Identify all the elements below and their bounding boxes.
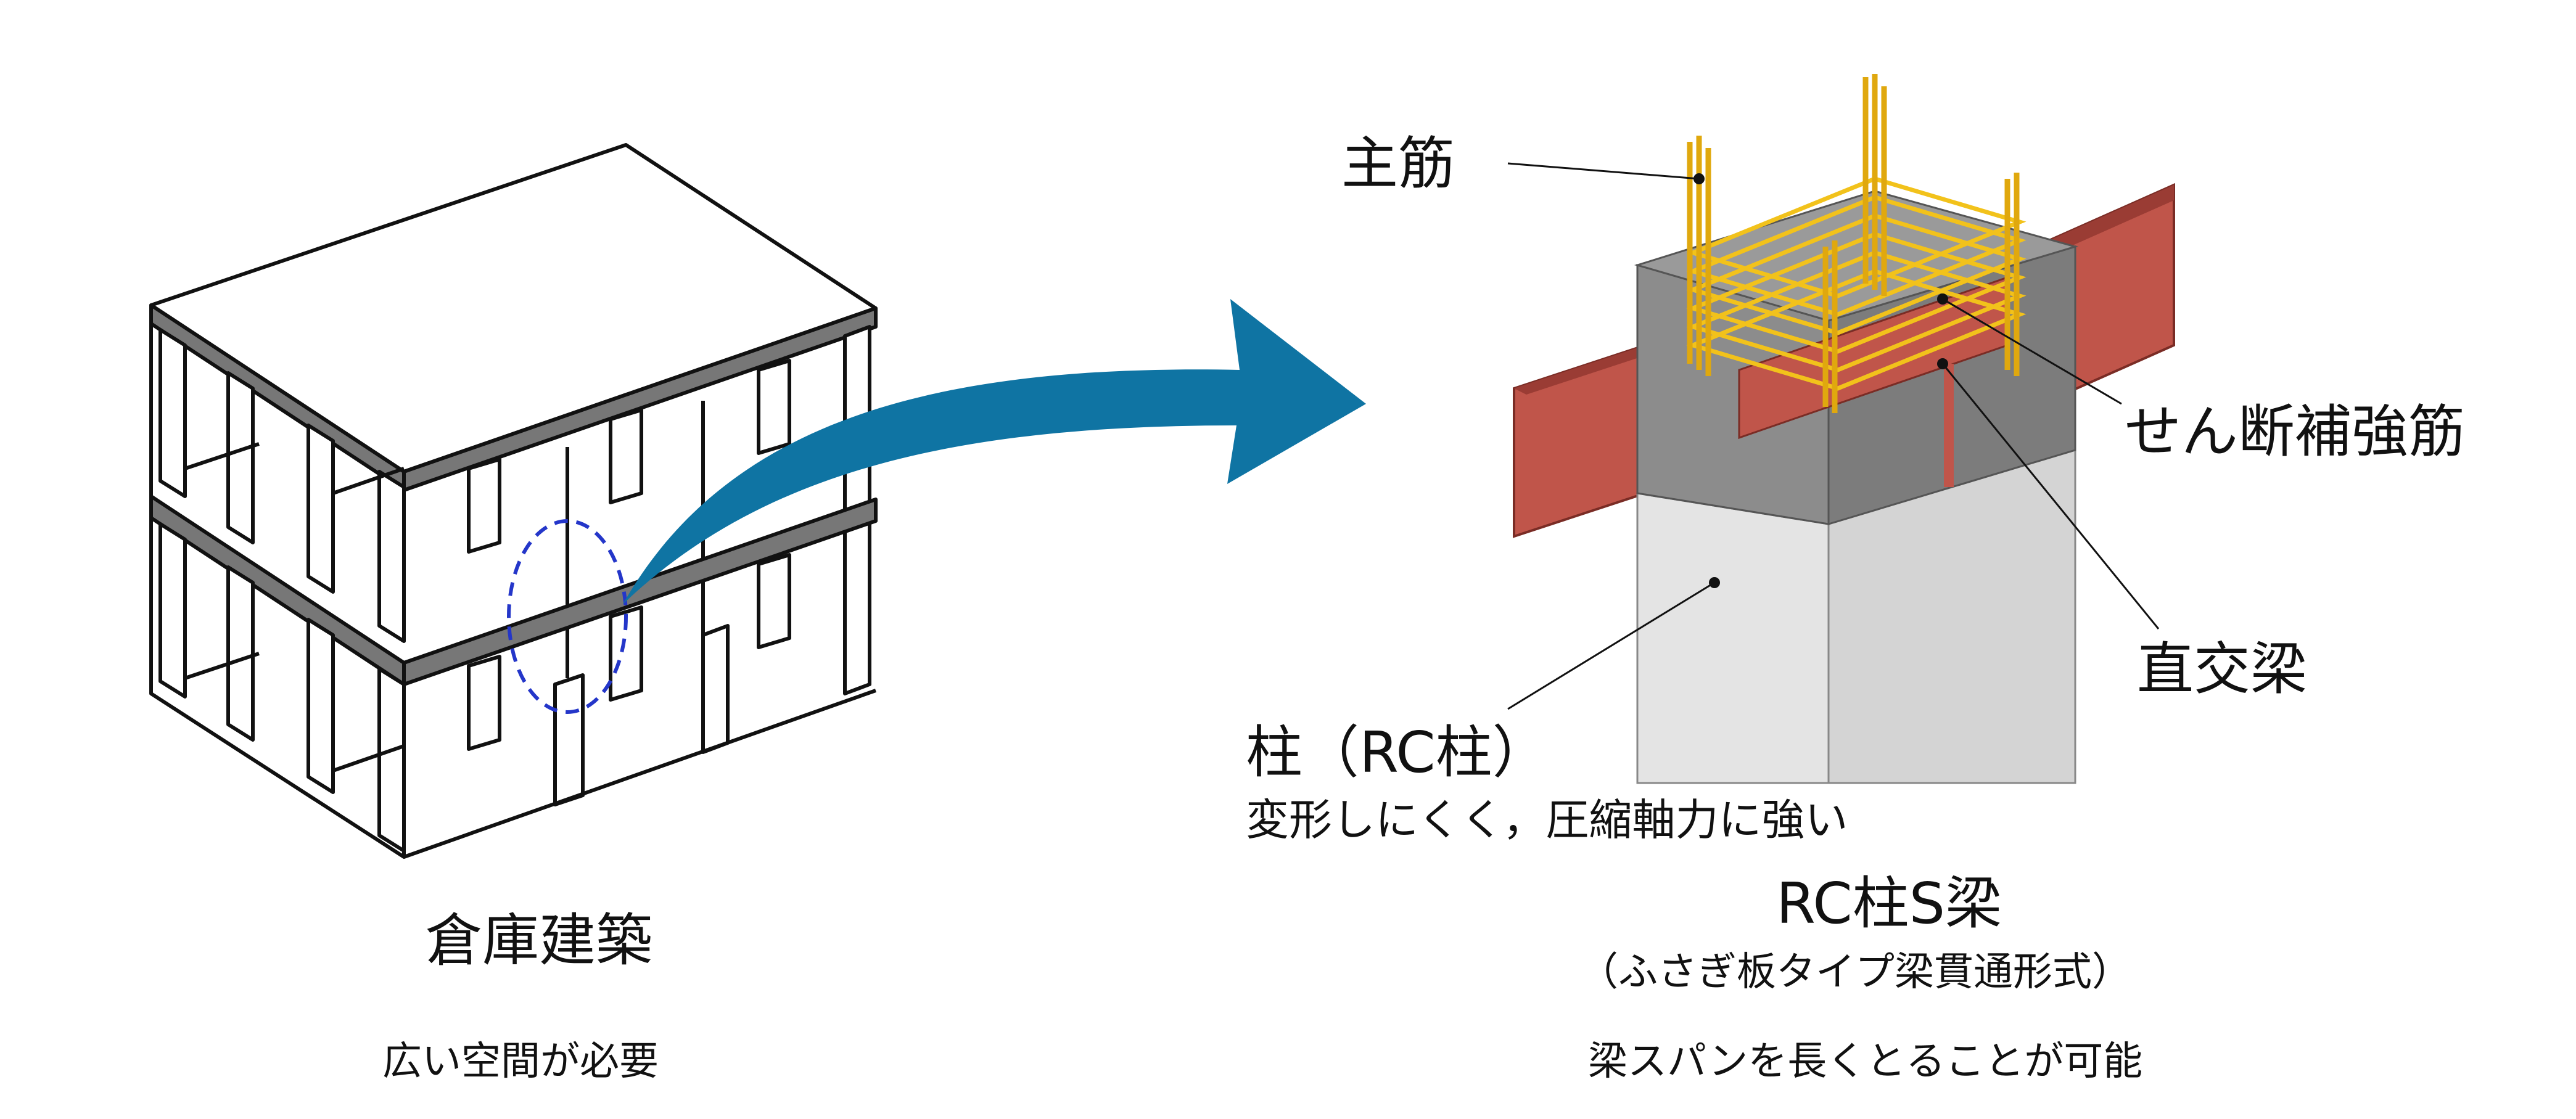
left-caption-title: 倉庫建築 [426,908,653,973]
middle-slab-right [402,498,878,686]
main-rebars [1687,74,2020,413]
right-caption-note: 梁スパンを長くとることが可能 [1588,1039,2143,1084]
curved-arrow [623,299,1366,604]
label-shear-rebar: せん断補強筋 [2125,399,2466,465]
right-caption-title: RC柱S梁 [1776,871,2002,937]
rc-column-s-beam-illustration [1507,74,2175,784]
label-cross-beam: 直交梁 [2137,636,2308,702]
leader-lines [1507,162,2160,710]
shear-rebar-hoops [1686,176,2027,391]
label-main-rebar: 主筋 [1341,131,1455,197]
warehouse-illustration [149,143,878,859]
roof-slab-edge-right [402,306,878,492]
lower-columns-left [158,522,406,853]
upper-columns-left [158,328,406,643]
label-column-description: 変形しにくく，圧縮軸力に強い [1246,795,1848,845]
frame-lines [149,324,876,859]
leader-dots [1693,173,1948,588]
label-column: 柱（RC柱） [1246,719,1549,785]
middle-slab-left [149,494,406,686]
left-caption-subtitle: 広い空間が必要 [382,1039,659,1084]
right-caption-subtitle: （ふさぎ板タイプ梁貫通形式） [1579,949,2131,995]
joint-highlight-ellipse [507,519,628,714]
column-left-face [1636,492,1830,784]
